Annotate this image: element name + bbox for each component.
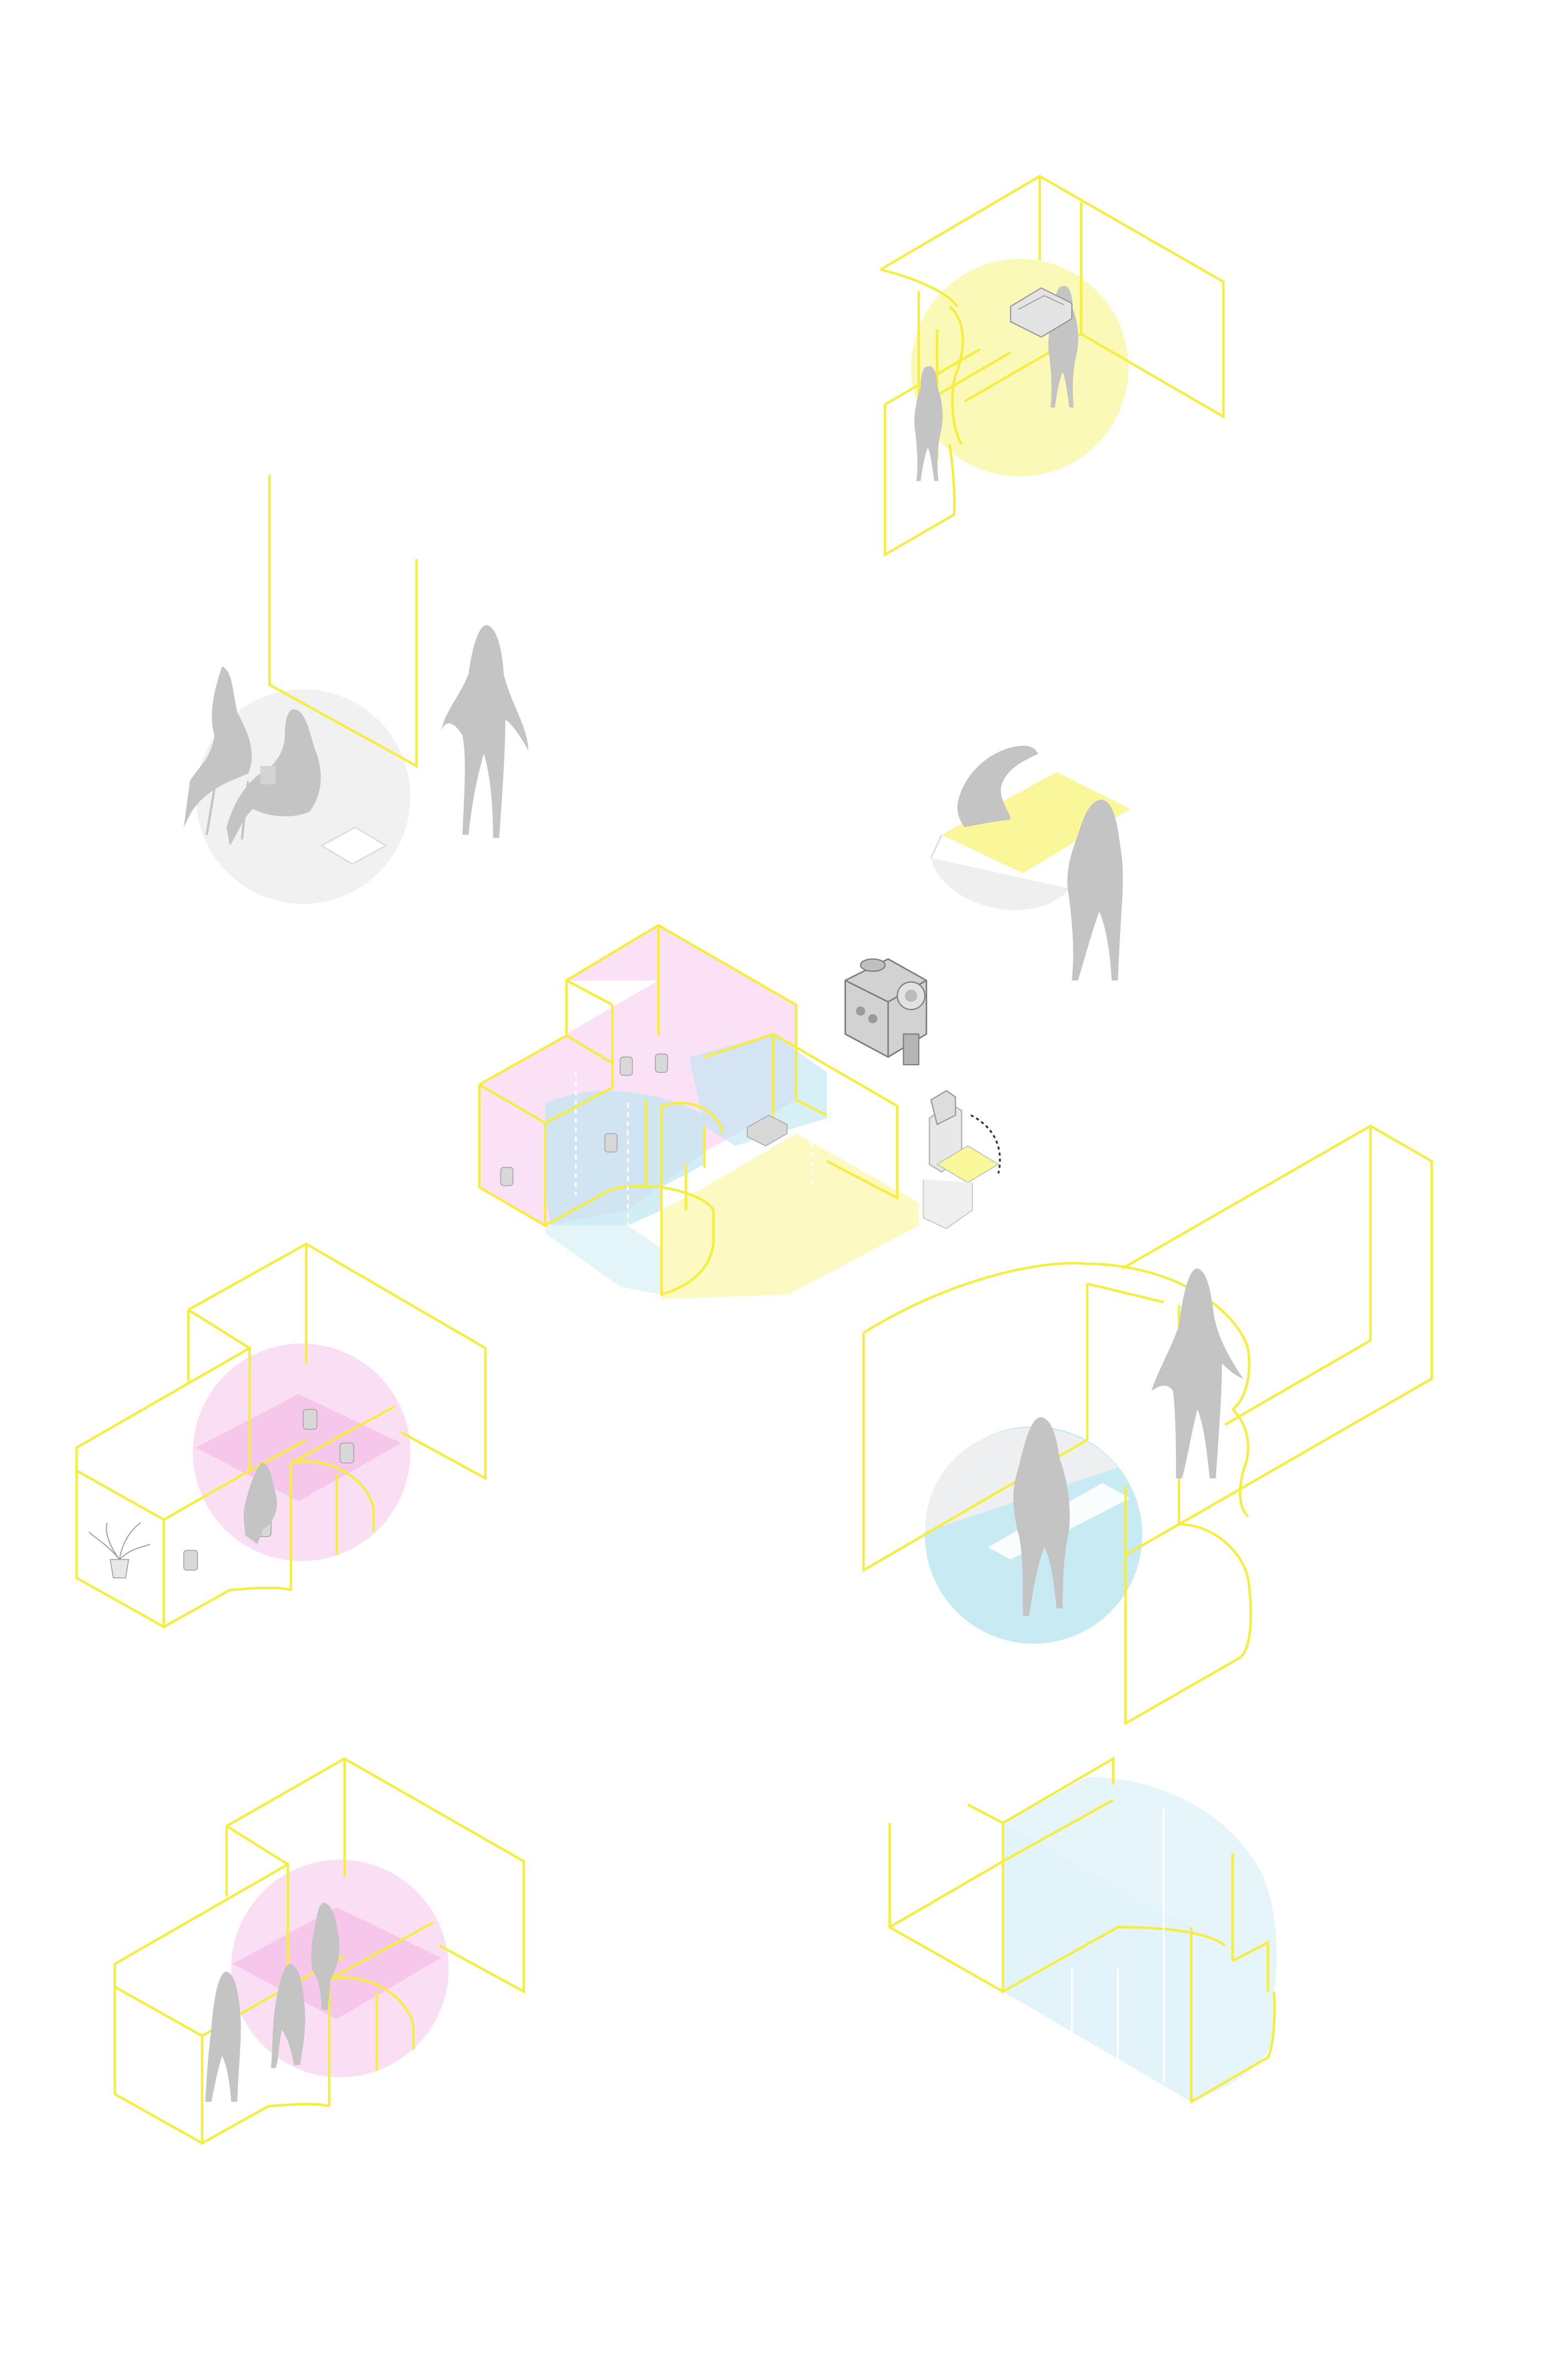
dashed-guides: [575, 1072, 812, 1226]
frame-lines: [268, 475, 418, 768]
panel-lines: [1071, 1807, 1165, 2083]
vignette-reading-corner: [75, 1242, 487, 1629]
small-objects: [500, 1053, 788, 1186]
vignette-partition-empty: [888, 1756, 1277, 2104]
person-seated: [243, 1463, 277, 1544]
cup: [260, 765, 276, 785]
people: [1013, 1268, 1244, 1617]
stool: [339, 1442, 355, 1464]
printer: [747, 1114, 788, 1147]
vignette-standing-table: [930, 746, 1131, 981]
frame-lines: [478, 924, 899, 1296]
zone-blue-light: [545, 1225, 662, 1295]
table-top: [941, 772, 1131, 873]
plant: [88, 1522, 150, 1578]
person-seated: [184, 666, 252, 827]
person-standing: [271, 1963, 305, 2068]
stool: [604, 1133, 618, 1153]
coffee-machine: [844, 958, 928, 1066]
vignette-group-meeting: [113, 1757, 525, 2145]
frame-lines: [75, 1242, 487, 1629]
person-standing: [311, 1903, 340, 2010]
zones: [479, 925, 919, 1299]
people: [957, 746, 1123, 981]
rug: [320, 826, 388, 865]
person-standing: [441, 625, 529, 838]
person-standing: [1067, 799, 1123, 981]
stool: [183, 1550, 198, 1571]
person-standing: [1013, 1417, 1070, 1617]
stool: [303, 1409, 317, 1430]
stool: [500, 1166, 514, 1186]
printer-object: [1010, 287, 1073, 338]
person-standing: [205, 1971, 241, 2102]
frame-lines: [862, 1124, 1433, 1726]
frame-lines: [888, 1756, 1276, 2104]
zone-grey-half: [931, 858, 1069, 910]
chair-with-swing: [923, 1090, 1001, 1229]
vignette-curved-wall-presentation: [862, 1124, 1433, 1726]
frame-lines: [113, 1757, 525, 2145]
zone-yellow-circle: [911, 259, 1129, 477]
stool: [655, 1053, 668, 1073]
zone-pink: [566, 925, 796, 1062]
swing-arc: [970, 1114, 1001, 1174]
vignette-equipment: [844, 958, 1001, 1229]
vignette-workspace-top-right: [879, 174, 1225, 557]
person-leaning: [957, 746, 1039, 827]
zone-blue: [689, 1034, 827, 1146]
vignette-central-assembly: [478, 924, 919, 1299]
zone-blue: [545, 1091, 705, 1226]
vignette-lounge-seating: [184, 475, 529, 904]
frame-lines: [879, 174, 1225, 557]
people: [205, 1903, 340, 2102]
zone-blue-light: [1003, 1823, 1191, 2102]
person-standing: [1151, 1268, 1244, 1478]
stool: [619, 1056, 633, 1076]
